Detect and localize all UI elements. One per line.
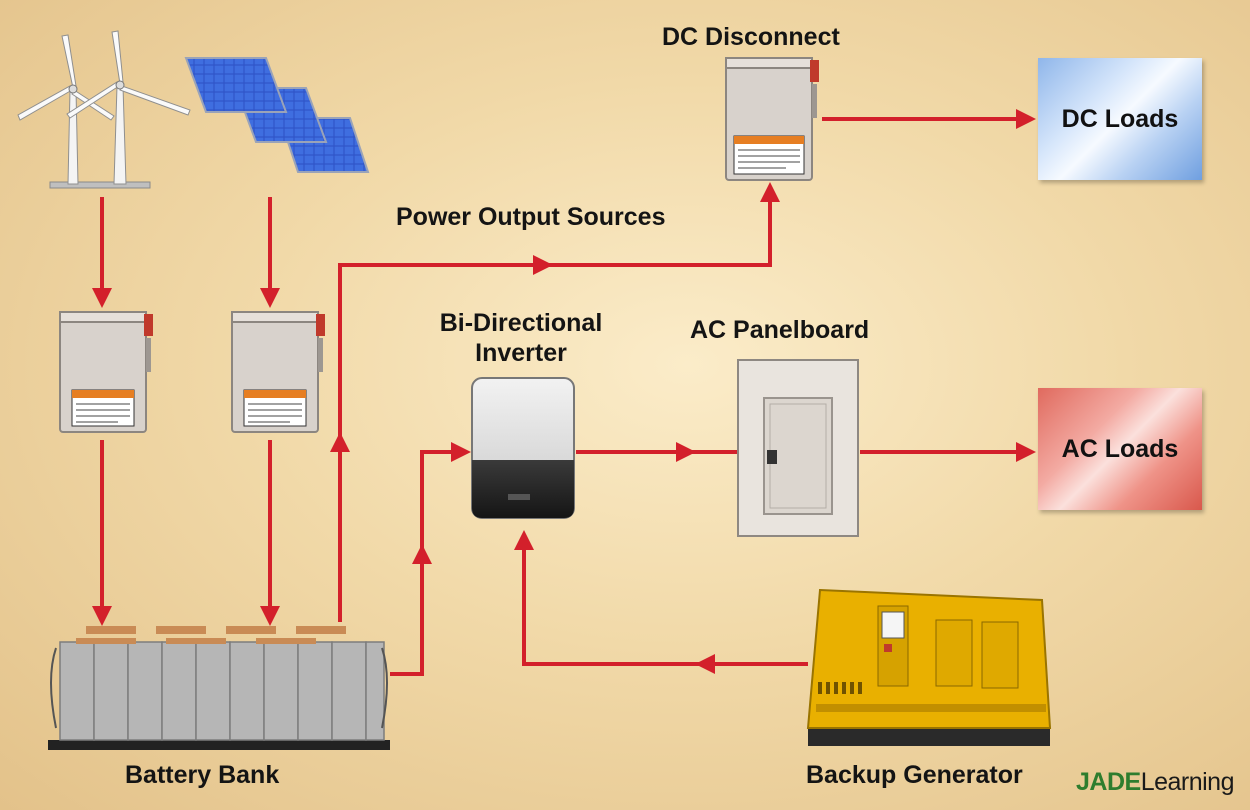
brand-part1: JADE bbox=[1076, 768, 1141, 796]
disconnect-switch-icon-1 bbox=[59, 311, 153, 433]
disconnect-switch-icon-2 bbox=[231, 311, 325, 433]
inverter-label-line1: Bi-Directional bbox=[439, 309, 603, 337]
power-output-sources-label: Power Output Sources bbox=[396, 203, 666, 231]
ac-loads-box: AC Loads bbox=[1038, 388, 1202, 510]
panelboard-icon bbox=[737, 359, 859, 537]
arrow-battery-to-inverter bbox=[420, 442, 471, 556]
dc-loads-label: DC Loads bbox=[1061, 104, 1179, 133]
dc-loads-box: DC Loads bbox=[1038, 58, 1202, 180]
ac-loads-label: AC Loads bbox=[1061, 434, 1179, 463]
battery-bank-label: Battery Bank bbox=[125, 761, 280, 789]
arrow-battery-to-inverter-up bbox=[390, 544, 432, 676]
brand-logo: JADELearning bbox=[1076, 768, 1235, 797]
arrow-generator-to-inverter bbox=[514, 530, 712, 666]
wire-power-output-to-dc-disconnect bbox=[338, 182, 780, 445]
backup-generator-label: Backup Generator bbox=[806, 761, 1023, 789]
inverter-label-line2: Inverter bbox=[475, 339, 567, 367]
dc-disconnect-switch-icon bbox=[725, 57, 819, 181]
dc-disconnect-label: DC Disconnect bbox=[662, 23, 840, 51]
ac-panelboard-label: AC Panelboard bbox=[690, 316, 870, 344]
inverter-icon bbox=[471, 377, 575, 519]
generator-icon bbox=[806, 588, 1052, 746]
brand-part2: Learning bbox=[1140, 768, 1235, 796]
wind-turbines-icon bbox=[17, 30, 191, 189]
battery-bank-icon bbox=[48, 626, 390, 750]
solar-panels-icon bbox=[184, 57, 370, 173]
inverter-label: Bi-Directional Inverter bbox=[416, 308, 626, 368]
